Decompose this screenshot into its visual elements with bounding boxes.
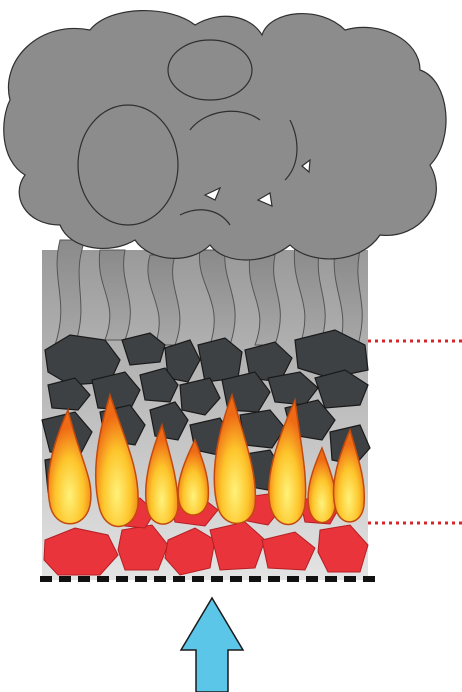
air-inlet-arrow-icon — [181, 598, 243, 692]
smoke-cloud-icon — [4, 11, 446, 260]
